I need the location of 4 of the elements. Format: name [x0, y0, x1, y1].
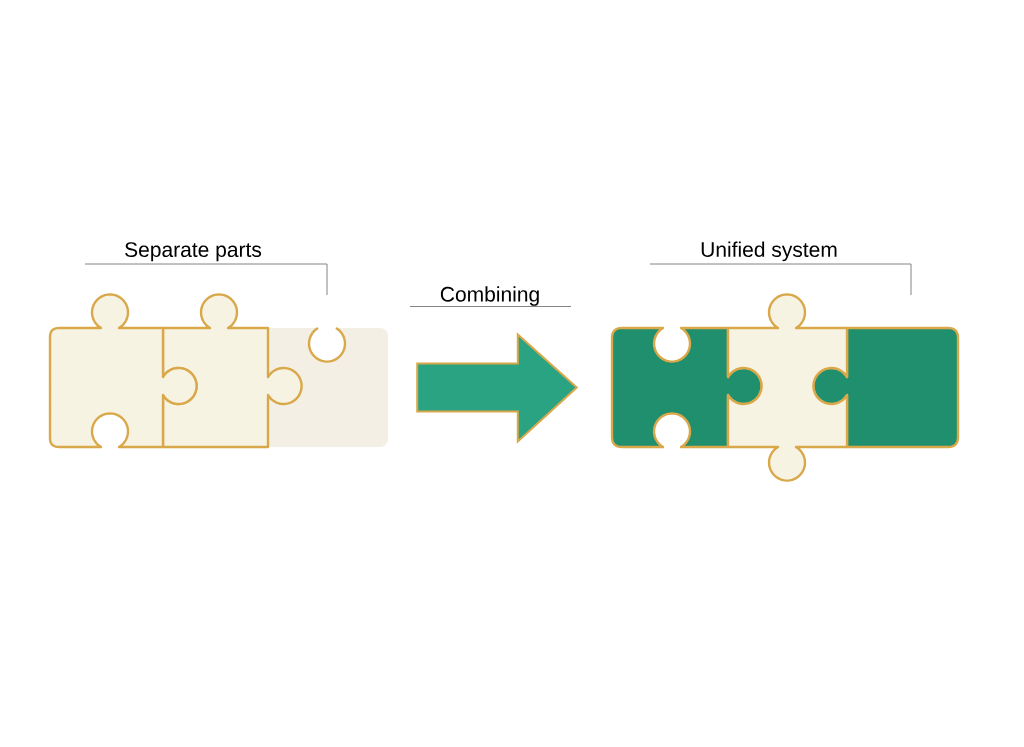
- group-heading: Unified system: [701, 241, 837, 262]
- block-arrow: [416, 332, 579, 444]
- edge-label: Combining: [440, 286, 539, 306]
- group-heading: Separate parts: [125, 242, 262, 262]
